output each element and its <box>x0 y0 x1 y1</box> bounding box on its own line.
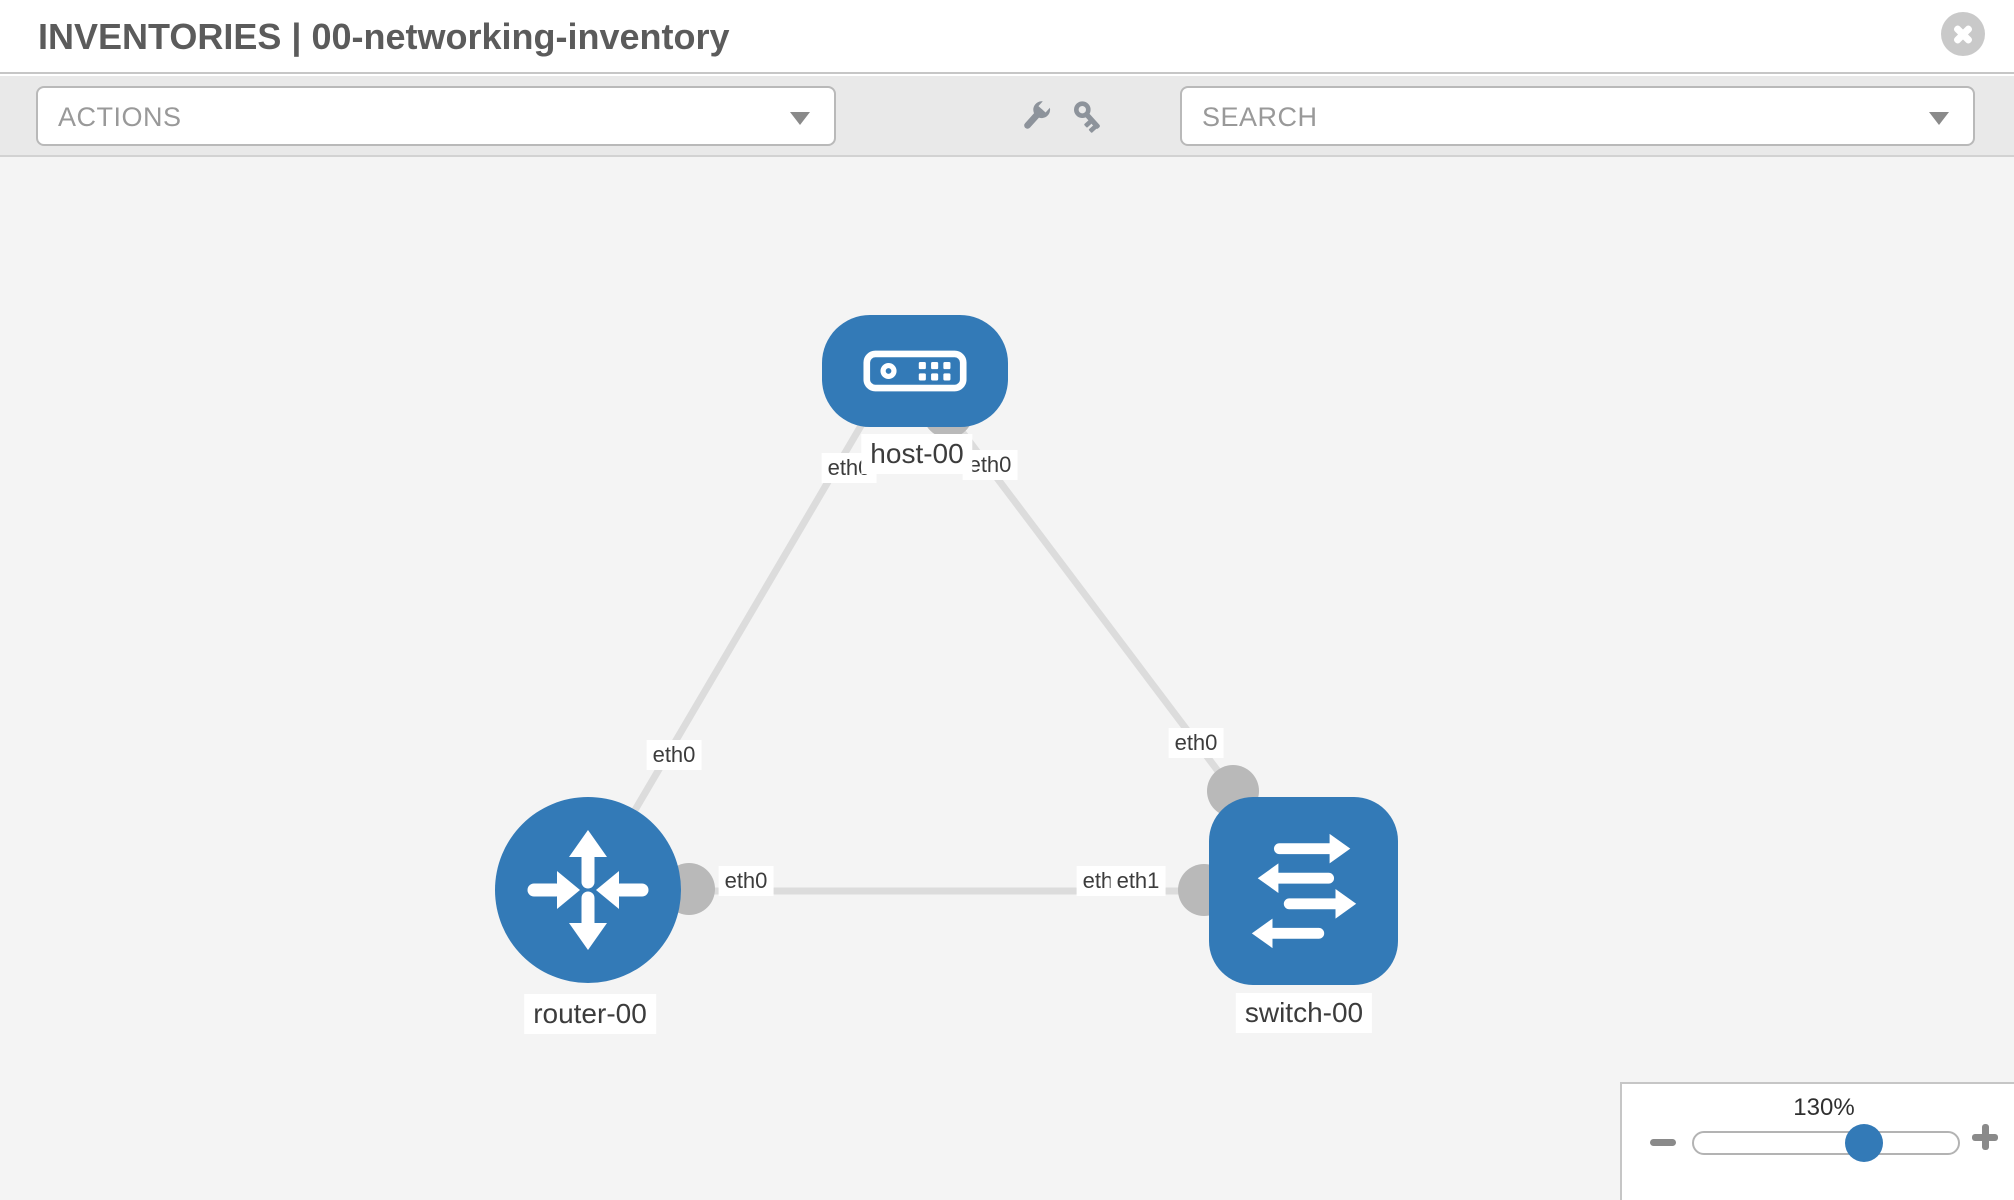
toolbar: ACTIONS <box>0 76 2014 157</box>
node-switch-00[interactable] <box>1209 797 1398 985</box>
zoom-level: 130% <box>1793 1094 1855 1121</box>
interface-label: eth1 <box>1110 866 1166 896</box>
switch-icon <box>1251 833 1356 949</box>
page-title: INVENTORIES | 00-networking-inventory <box>38 16 730 57</box>
credentials-button[interactable] <box>1066 94 1110 138</box>
router-icon <box>527 830 649 950</box>
host-icon <box>863 350 967 392</box>
wrench-icon <box>1024 101 1051 129</box>
zoom-in-icon[interactable] <box>1972 1124 1998 1150</box>
zoom-slider-track[interactable] <box>1692 1131 1960 1155</box>
key-icon <box>1074 101 1100 133</box>
node-label-switch: switch-00 <box>1235 993 1373 1033</box>
interface-label: eth0 <box>962 450 1018 480</box>
chevron-down-icon <box>1929 112 1949 125</box>
search-dropdown-label: SEARCH <box>1202 102 1318 132</box>
node-host-00[interactable] <box>822 315 1008 427</box>
interface-label: eth0 <box>718 866 774 896</box>
configure-button[interactable] <box>1014 94 1058 138</box>
interface-label: eth0 <box>1168 728 1224 758</box>
zoom-out-icon[interactable] <box>1650 1139 1676 1146</box>
actions-dropdown-label: ACTIONS <box>58 102 182 132</box>
node-router-00[interactable] <box>495 797 681 983</box>
node-label-host: host-00 <box>861 434 973 474</box>
close-icon <box>1963 34 2007 78</box>
close-button[interactable] <box>1941 12 1985 56</box>
search-dropdown[interactable]: SEARCH <box>1180 86 1975 146</box>
zoom-slider-thumb[interactable] <box>1845 1124 1883 1162</box>
actions-dropdown[interactable]: ACTIONS <box>36 86 836 146</box>
topology-canvas[interactable]: eth0 eth0 eth0 eth0 eth0 eth0 eth1 host-… <box>0 157 2014 1200</box>
zoom-control-panel: 130% <box>1620 1082 2014 1200</box>
header: INVENTORIES | 00-networking-inventory <box>0 0 2014 74</box>
interface-label: eth0 <box>646 740 702 770</box>
node-label-router: router-00 <box>524 994 656 1034</box>
chevron-down-icon <box>790 112 810 125</box>
